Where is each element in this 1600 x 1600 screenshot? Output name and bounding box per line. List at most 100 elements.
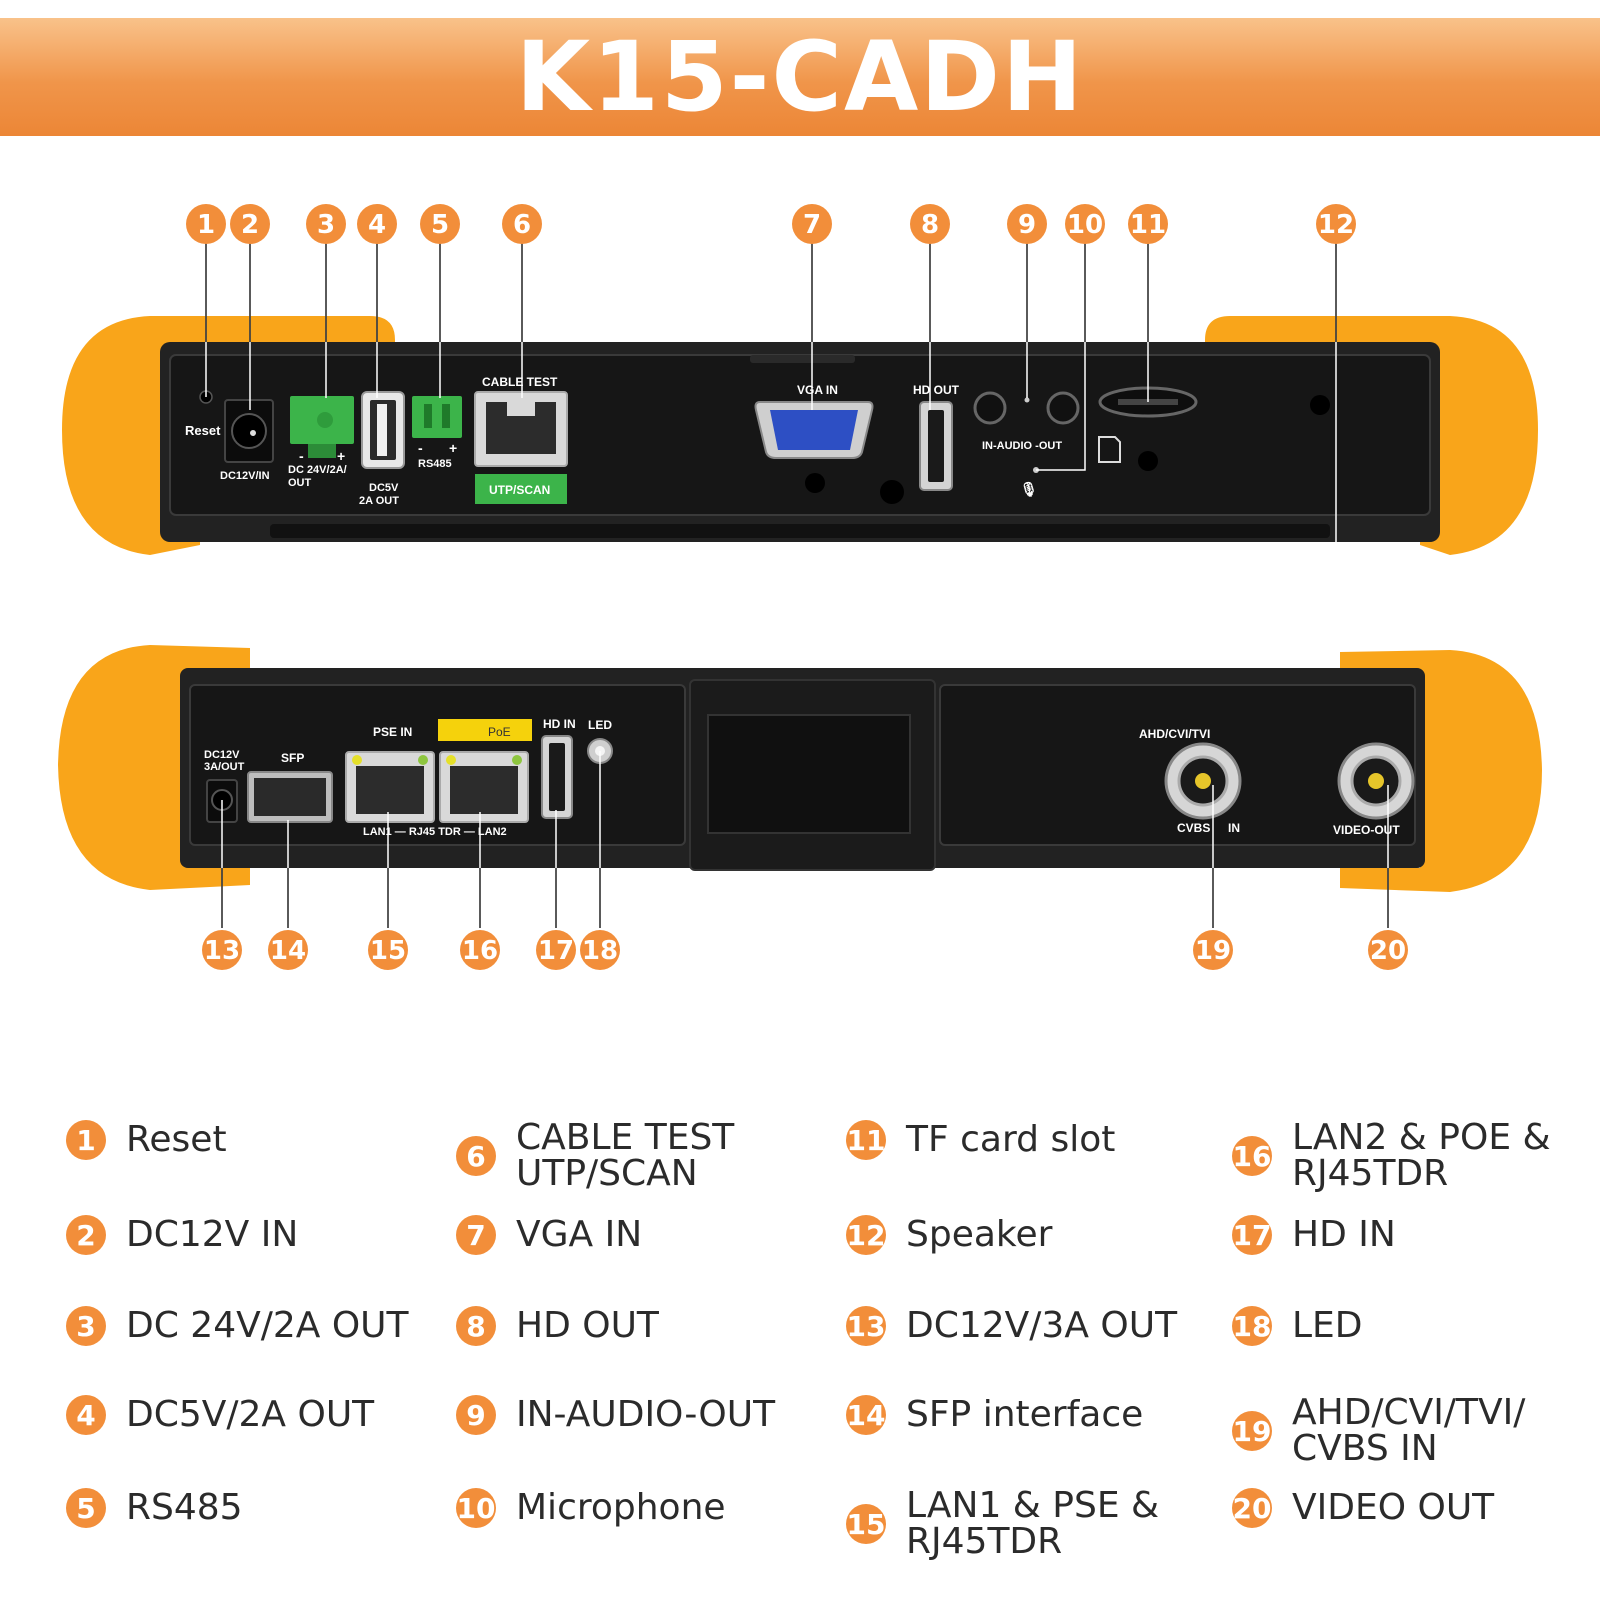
callout-lines-dark bbox=[205, 242, 1389, 928]
callout-circle-6 bbox=[502, 204, 542, 244]
callout-circle-19 bbox=[1193, 930, 1233, 970]
audio-dot bbox=[1024, 397, 1030, 403]
rs485-pin-1 bbox=[424, 404, 432, 428]
sfp-text: SFP bbox=[281, 751, 304, 765]
callout-number-4: 4 bbox=[368, 210, 386, 240]
lan-label-text: LAN1 — RJ45 TDR — LAN2 bbox=[363, 826, 507, 838]
callout-number-18: 18 bbox=[582, 936, 618, 966]
legend-label: HD IN bbox=[1292, 1214, 1396, 1255]
legend-label: LAN1 & PSE & RJ45TDR bbox=[906, 1485, 1160, 1562]
callout-number-8: 8 bbox=[921, 210, 939, 240]
cable-test-port-clip bbox=[507, 402, 535, 416]
legend-label: VIDEO OUT bbox=[1292, 1487, 1495, 1528]
hd-in-text: HD IN bbox=[543, 717, 576, 731]
lan1-port-inner bbox=[356, 766, 424, 814]
callout-number-16: 16 bbox=[462, 936, 498, 966]
legend-label: Speaker bbox=[906, 1214, 1053, 1255]
legend-item-17: 17 HD IN bbox=[1232, 1215, 1396, 1255]
tf-screw-hole bbox=[1138, 451, 1158, 471]
dc24v-terminal-screw bbox=[317, 412, 333, 428]
callout-number-14: 14 bbox=[270, 936, 306, 966]
callout-number-13: 13 bbox=[204, 936, 240, 966]
lan2-led-right bbox=[512, 755, 522, 765]
callout-number-19: 19 bbox=[1195, 936, 1231, 966]
cvbs-text: CVBS bbox=[1177, 821, 1210, 835]
legend-label: DC12V IN bbox=[126, 1214, 299, 1255]
callout-circle-20 bbox=[1368, 930, 1408, 970]
legend-label: SFP interface bbox=[906, 1394, 1144, 1435]
dc24v-terminal-base bbox=[308, 444, 336, 458]
legend-item-7: 7 VGA IN bbox=[456, 1215, 642, 1255]
audio-in-jack bbox=[973, 391, 1007, 425]
legend-number: 13 bbox=[846, 1306, 886, 1346]
video-out-text: VIDEO-OUT bbox=[1333, 823, 1400, 837]
callout-circle-2 bbox=[230, 204, 270, 244]
rs485-plus-text: + bbox=[449, 440, 457, 456]
lan2-led-left bbox=[446, 755, 456, 765]
legend-number: 9 bbox=[456, 1395, 496, 1435]
mic-symbol: 🎙 bbox=[1020, 481, 1038, 497]
vga-screw-hole-1 bbox=[805, 473, 825, 493]
legend-item-6: 6 CABLE TEST UTP/SCAN bbox=[456, 1120, 734, 1192]
legend-label: AHD/CVI/TVI/ CVBS IN bbox=[1292, 1392, 1526, 1469]
legend-label: VGA IN bbox=[516, 1214, 643, 1255]
legend-number: 8 bbox=[456, 1306, 496, 1346]
left-bumper-top bbox=[62, 316, 395, 555]
legend-label: DC 24V/2A OUT bbox=[126, 1305, 409, 1346]
callout-number-11: 11 bbox=[1130, 210, 1166, 240]
callout-circle-8 bbox=[910, 204, 950, 244]
product-title: K15-CADH bbox=[515, 21, 1085, 133]
legend-number: 1 bbox=[66, 1120, 106, 1160]
legend-number: 7 bbox=[456, 1215, 496, 1255]
callout-circle-4 bbox=[357, 204, 397, 244]
callout-circle-17 bbox=[536, 930, 576, 970]
callout-number-7: 7 bbox=[803, 210, 821, 240]
legend-number: 2 bbox=[66, 1215, 106, 1255]
callout-number-10: 10 bbox=[1067, 210, 1103, 240]
legend-label: LED bbox=[1292, 1305, 1363, 1346]
reset-text: Reset bbox=[185, 423, 221, 438]
callout-number-17: 17 bbox=[538, 936, 574, 966]
legend-number: 14 bbox=[846, 1395, 886, 1435]
in-text: IN bbox=[1228, 821, 1240, 835]
dc5v-text-1: DC5V bbox=[369, 482, 399, 494]
right-bumper-bottom bbox=[1340, 650, 1542, 892]
vga-screw-hole-2 bbox=[880, 480, 904, 504]
top-device: Reset DC12V/IN - + DC 24V/2A/ OUT DC5V 2… bbox=[62, 316, 1538, 555]
legend-label: TF card slot bbox=[906, 1119, 1116, 1160]
left-bumper-bottom bbox=[58, 645, 250, 890]
legend-label: LAN2 & POE & RJ45TDR bbox=[1292, 1117, 1551, 1194]
speaker-screw bbox=[1310, 395, 1330, 415]
sfp-port-inner bbox=[254, 778, 326, 816]
callout-circle-9 bbox=[1007, 204, 1047, 244]
led-text: LED bbox=[588, 718, 612, 732]
callout-circle-12 bbox=[1316, 204, 1356, 244]
dc5v-text-2: 2A OUT bbox=[359, 495, 399, 507]
legend-number: 17 bbox=[1232, 1215, 1272, 1255]
top-device-edge bbox=[270, 524, 1330, 538]
utp-scan-badge bbox=[475, 474, 567, 504]
callout-circle-3 bbox=[306, 204, 346, 244]
right-bumper-top bbox=[1205, 316, 1538, 555]
rs485-pin-2 bbox=[442, 404, 450, 428]
dc24v-plus-text: + bbox=[337, 448, 345, 464]
ahd-text: AHD/CVI/TVI bbox=[1139, 727, 1210, 741]
legend-label: HD OUT bbox=[516, 1305, 659, 1346]
callout-number-2: 2 bbox=[241, 210, 259, 240]
legend-item-14: 14 SFP interface bbox=[846, 1395, 1143, 1435]
dc24v-out-text-2: OUT bbox=[288, 477, 312, 489]
legend-item-8: 8 HD OUT bbox=[456, 1306, 659, 1346]
callout-number-9: 9 bbox=[1018, 210, 1036, 240]
legend-label: CABLE TEST UTP/SCAN bbox=[516, 1117, 735, 1194]
tf-card-icon bbox=[1098, 436, 1121, 463]
dc12v-out-text-2: 3A/OUT bbox=[204, 761, 245, 773]
legend-number: 4 bbox=[66, 1395, 106, 1435]
callout-circle-16 bbox=[460, 930, 500, 970]
legend-number: 6 bbox=[456, 1136, 496, 1176]
